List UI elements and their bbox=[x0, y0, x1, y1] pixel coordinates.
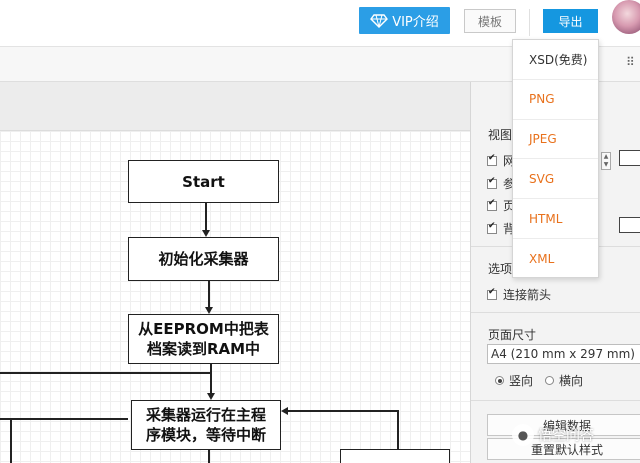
portrait-radio[interactable]: 竖向 bbox=[495, 372, 533, 389]
view-section-title: 视图 bbox=[488, 128, 513, 142]
connect-arrows-option[interactable]: 连接箭头 bbox=[487, 286, 551, 303]
checkbox[interactable] bbox=[487, 176, 497, 189]
export-menu-html[interactable]: HTML bbox=[513, 199, 598, 239]
top-bar: VIP介绍 模板 导出 bbox=[0, 0, 640, 47]
arrow-head bbox=[207, 393, 215, 400]
node-init-collector[interactable]: 初始化采集器 bbox=[128, 237, 279, 281]
connector bbox=[10, 418, 12, 463]
node-partial[interactable] bbox=[340, 449, 450, 463]
node-start[interactable]: Start bbox=[128, 160, 279, 203]
connector bbox=[205, 203, 207, 231]
grid-size-stepper[interactable]: ▲▼ bbox=[601, 152, 611, 170]
grid-color-swatch[interactable] bbox=[619, 150, 640, 166]
export-menu: XSD(免费) PNG JPEG SVG HTML XML bbox=[512, 39, 599, 278]
export-menu-xsd[interactable]: XSD(免费) bbox=[513, 40, 598, 80]
chat-bubble-icon: ● bbox=[512, 424, 534, 446]
canvas-header bbox=[0, 82, 470, 131]
export-menu-svg[interactable]: SVG bbox=[513, 159, 598, 200]
view-option-background[interactable]: 背 bbox=[487, 220, 515, 237]
export-menu-xml[interactable]: XML bbox=[529, 251, 555, 266]
connector bbox=[0, 418, 128, 420]
checkbox[interactable] bbox=[487, 153, 497, 166]
export-button[interactable]: 导出 bbox=[543, 9, 598, 33]
divider bbox=[471, 400, 640, 401]
vip-button[interactable]: VIP介绍 bbox=[359, 7, 450, 34]
vip-label: VIP介绍 bbox=[392, 15, 439, 30]
view-option-guides[interactable]: 参 bbox=[487, 175, 515, 192]
divider bbox=[471, 312, 640, 313]
checkbox[interactable] bbox=[487, 198, 497, 211]
background-color-swatch[interactable] bbox=[619, 217, 640, 233]
checkbox[interactable] bbox=[487, 287, 497, 300]
diamond-icon bbox=[370, 13, 389, 28]
return-connector bbox=[397, 410, 399, 463]
template-button[interactable]: 模板 bbox=[464, 9, 516, 33]
loop-connector bbox=[0, 372, 210, 374]
export-menu-png[interactable]: PNG bbox=[513, 80, 598, 120]
checkbox[interactable] bbox=[487, 221, 497, 234]
page-size-select[interactable]: A4 (210 mm x 297 mm) bbox=[487, 344, 640, 364]
export-menu-jpeg[interactable]: JPEG bbox=[513, 120, 598, 160]
node-main-loop[interactable]: 采集器运行在主程 序模块，等待中断 bbox=[131, 400, 281, 450]
node-load-eeprom[interactable]: 从EEPROM中把表 档案读到RAM中 bbox=[128, 314, 279, 364]
landscape-radio[interactable]: 横向 bbox=[545, 372, 583, 389]
watermark: ● 悟空问答 bbox=[512, 424, 594, 446]
return-connector bbox=[288, 410, 398, 412]
options-section-title: 选项 bbox=[488, 262, 513, 276]
connector bbox=[208, 450, 210, 463]
view-option-grid[interactable]: 网 bbox=[487, 152, 515, 169]
watermark-text: 悟空问答 bbox=[538, 428, 594, 444]
view-option-page[interactable]: 页 bbox=[487, 197, 515, 214]
diagram-canvas[interactable]: Start 初始化采集器 从EEPROM中把表 档案读到RAM中 采集器运行在主… bbox=[0, 131, 470, 463]
arrow-head bbox=[281, 407, 288, 415]
fullscreen-icon[interactable]: ⠿ bbox=[626, 55, 635, 69]
divider bbox=[529, 9, 530, 36]
page-size-title: 页面尺寸 bbox=[488, 328, 537, 342]
arrow-head bbox=[205, 307, 213, 314]
arrow-head bbox=[202, 230, 210, 237]
connector bbox=[208, 281, 210, 308]
connector bbox=[210, 364, 212, 394]
avatar[interactable] bbox=[612, 0, 640, 34]
